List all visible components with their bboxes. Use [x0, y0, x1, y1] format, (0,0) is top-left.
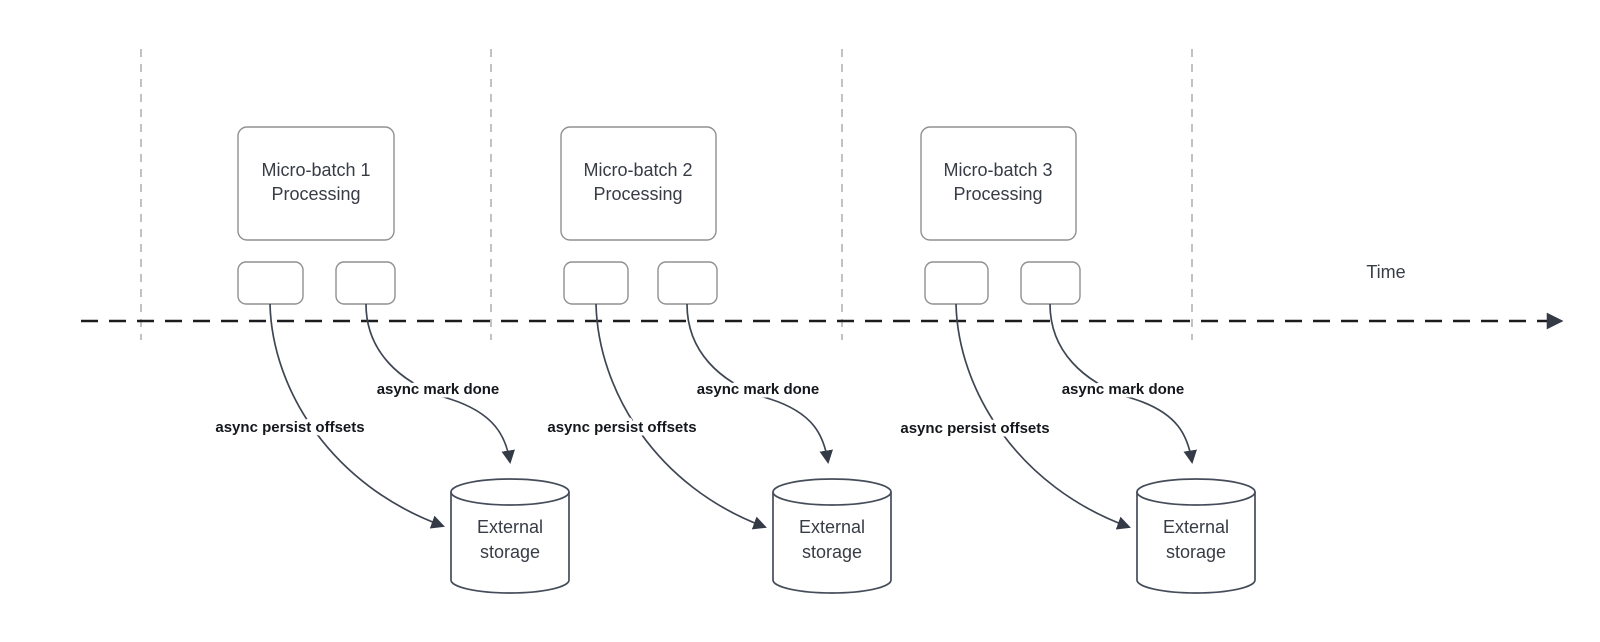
- persist-offsets-arrow-3: [955, 303, 1131, 530]
- microbatch-section-2: Micro-batch 2 Processing async persist o…: [544, 126, 892, 594]
- mark-done-label-2: async mark done: [697, 381, 820, 398]
- external-storage-cylinder-3: External storage: [1136, 478, 1256, 594]
- microbatch-box-title-line2: Processing: [953, 184, 1042, 204]
- microbatch-box-2: [560, 126, 717, 241]
- microbatch-box-1: [237, 126, 395, 241]
- microbatch-box-title-line1: Micro-batch 3: [943, 160, 1052, 180]
- external-storage-cylinder-2: External storage: [772, 478, 892, 594]
- external-storage-label-line2: storage: [802, 542, 862, 562]
- time-label: Time: [1366, 262, 1405, 282]
- persist-task-box-1: [237, 261, 304, 305]
- persist-offsets-label-3: async persist offsets: [900, 420, 1049, 437]
- external-storage-label-line1: External: [1163, 517, 1229, 537]
- microbatch-box-title-line1: Micro-batch 1: [261, 160, 370, 180]
- mark-done-arrow-1: [365, 303, 515, 465]
- persist-offsets-label-2: async persist offsets: [547, 419, 696, 436]
- mark-done-task-box-1: [335, 261, 396, 305]
- microbatch-box-title-line2: Processing: [593, 184, 682, 204]
- mark-done-label-3: async mark done: [1062, 381, 1185, 398]
- microbatch-box-title-line2: Processing: [271, 184, 360, 204]
- external-storage-label-line1: External: [799, 517, 865, 537]
- persist-offsets-label-1: async persist offsets: [215, 419, 364, 436]
- persist-task-box-2: [563, 261, 629, 305]
- mark-done-arrow-2: [686, 303, 833, 465]
- microbatch-section-3: Micro-batch 3 Processing async persist o…: [897, 126, 1256, 594]
- persist-offsets-arrow-1: [269, 303, 445, 529]
- external-storage-label-line2: storage: [480, 542, 540, 562]
- persist-task-box-3: [924, 261, 989, 305]
- mark-done-task-box-2: [657, 261, 718, 305]
- external-storage-label-line1: External: [477, 517, 543, 537]
- mark-done-task-box-3: [1020, 261, 1081, 305]
- persist-offsets-arrow-2: [595, 303, 767, 530]
- external-storage-label-line2: storage: [1166, 542, 1226, 562]
- microbatch-box-3: [920, 126, 1077, 241]
- microbatch-section-1: Micro-batch 1 Processing async persist o…: [212, 126, 570, 594]
- mark-done-arrow-3: [1049, 303, 1197, 465]
- microbatch-box-title-line1: Micro-batch 2: [583, 160, 692, 180]
- external-storage-cylinder-1: External storage: [450, 478, 570, 594]
- mark-done-label-1: async mark done: [377, 381, 500, 398]
